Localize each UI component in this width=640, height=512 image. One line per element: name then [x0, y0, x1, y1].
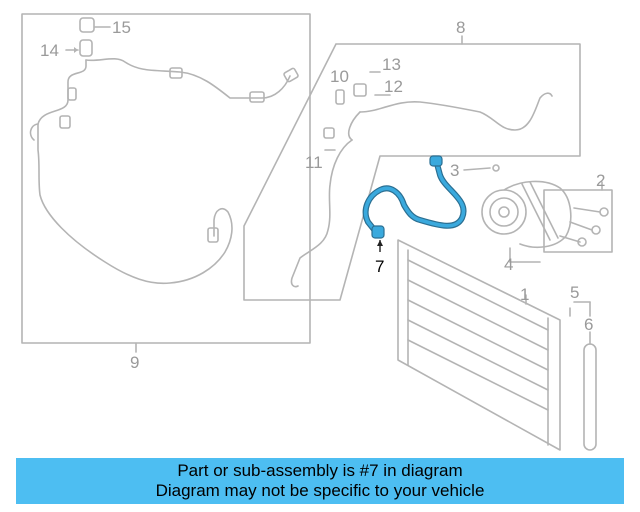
callout-12: 12 [384, 77, 403, 96]
condenser [397, 239, 561, 451]
part-15-cap [79, 17, 95, 33]
callout-3: 3 [450, 161, 459, 180]
banner-line-1: Part or sub-assembly is #7 in diagram [177, 461, 463, 480]
callout-7: 7 [375, 257, 384, 276]
callout-4: 4 [504, 255, 513, 274]
info-banner: Part or sub-assembly is #7 in diagram Di… [16, 458, 624, 504]
callout-13: 13 [382, 55, 401, 74]
callout-5: 5 [570, 283, 579, 302]
callout-10: 10 [330, 67, 349, 86]
group-8-outline [243, 43, 581, 301]
part-7-hose [362, 155, 467, 239]
compressor [481, 180, 572, 249]
callout-11: 11 [305, 153, 323, 172]
part-14-valve [79, 39, 93, 57]
callout-15: 15 [112, 18, 131, 37]
callout-9: 9 [130, 353, 139, 372]
hose-line-9 [37, 59, 233, 285]
hose-line-8 [359, 92, 553, 131]
group-9-outline [21, 13, 311, 344]
callout-6: 6 [584, 315, 593, 334]
callout-14: 14 [40, 41, 59, 60]
banner-line-2: Diagram may not be specific to your vehi… [155, 481, 485, 500]
callout-8: 8 [456, 18, 465, 37]
receiver-drier [583, 343, 597, 451]
callout-1: 1 [520, 285, 529, 304]
group-2-outline [543, 189, 613, 253]
callout-2: 2 [596, 171, 605, 190]
